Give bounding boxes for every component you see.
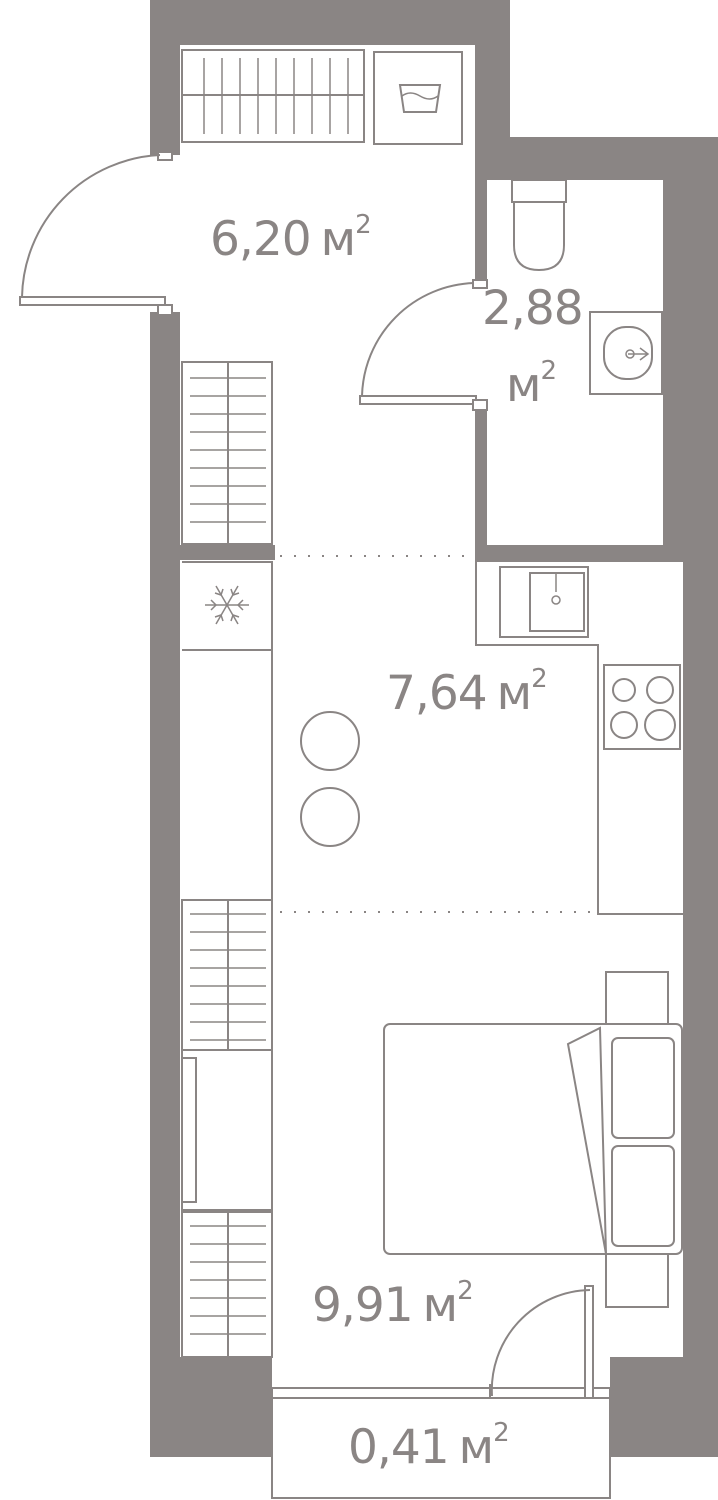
area-label-bathroom: 2,88	[482, 281, 584, 336]
washing-machine-icon	[373, 51, 463, 145]
walls	[150, 0, 718, 1457]
entrance-door	[19, 151, 173, 316]
stove-icon	[603, 664, 681, 750]
closet-upper	[181, 361, 273, 545]
snowflake-icon	[205, 585, 249, 625]
bed-icon	[383, 971, 683, 1308]
balcony	[271, 1397, 611, 1499]
closet-bottom	[181, 1211, 273, 1358]
bathroom-door	[359, 279, 488, 411]
kitchen-sink-icon	[499, 566, 589, 638]
kitchen-zone	[182, 555, 683, 915]
toilet-icon	[511, 179, 567, 272]
stools	[300, 711, 360, 847]
hall-wardrobe	[181, 49, 365, 143]
area-label-bathroom-unit: м2	[506, 356, 557, 413]
sink-icon	[589, 311, 663, 395]
closet-lower	[181, 899, 273, 1051]
mirror	[181, 1049, 273, 1211]
